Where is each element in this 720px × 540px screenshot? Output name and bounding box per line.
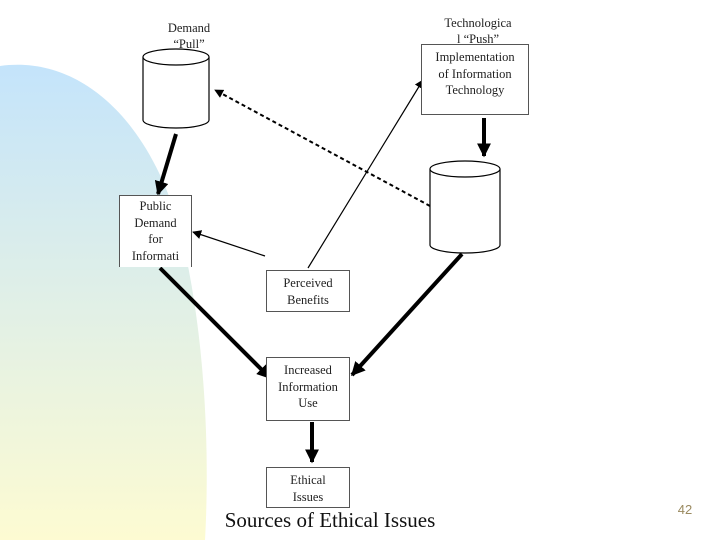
arrow-push-to-use xyxy=(350,252,464,377)
arrow-benefits-to-implementation xyxy=(307,79,424,269)
implementation-box: Implementation of Information Technology xyxy=(421,44,529,115)
arrow-benefits-to-public-demand xyxy=(192,230,266,257)
public-demand-box: Public Demand for Informati on xyxy=(119,195,192,267)
technology-push-label: Technologica l “Push” xyxy=(444,16,512,43)
ethical-issues-box: Ethical Issues xyxy=(266,467,350,508)
perceived-benefits-box: Perceived Benefits xyxy=(266,270,350,312)
arrow-pull-to-public-demand xyxy=(154,133,178,196)
arrow-dashed-push-to-pull xyxy=(214,89,431,207)
demand-pull-cylinder xyxy=(142,48,210,129)
technology-push-cylinder xyxy=(429,160,501,254)
arrow-public-demand-to-use xyxy=(158,266,272,380)
slide-title: Sources of Ethical Issues xyxy=(224,508,436,532)
increased-use-box: Increased Information Use xyxy=(266,357,350,421)
demand-pull-label: Demand “Pull” xyxy=(167,21,211,51)
page-number: 42 xyxy=(677,502,693,517)
